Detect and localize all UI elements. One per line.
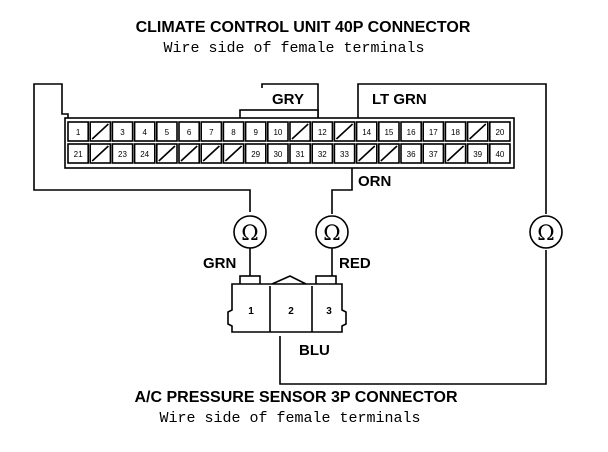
terminal-9: 9 xyxy=(244,121,267,142)
empty-cavity xyxy=(178,143,201,164)
terminal-label: 9 xyxy=(253,128,258,137)
terminal-10: 10 xyxy=(266,121,289,142)
terminal-label: 1 xyxy=(76,128,81,137)
terminal-33: 33 xyxy=(333,143,356,164)
empty-cavity xyxy=(156,143,178,164)
terminal-label: 10 xyxy=(273,128,282,137)
terminal-12: 12 xyxy=(311,121,334,142)
terminal-20: 20 xyxy=(488,121,511,142)
terminal-21: 21 xyxy=(67,143,90,164)
sensor-pin-1: 1 xyxy=(248,306,254,317)
terminal-label: 31 xyxy=(296,150,305,159)
terminal-label: 4 xyxy=(142,128,147,137)
wire-label-lt-grn: LT GRN xyxy=(372,91,427,108)
empty-cavity xyxy=(222,143,245,164)
terminal-40: 40 xyxy=(488,143,511,164)
sensor-connector-title: A/C PRESSURE SENSOR 3P CONNECTOR xyxy=(134,389,457,406)
terminal-label: 23 xyxy=(118,150,127,159)
empty-cavity xyxy=(466,121,489,142)
terminal-label: 16 xyxy=(407,128,416,137)
terminal-16: 16 xyxy=(400,121,423,142)
sensor-connector-subtitle: Wire side of female terminals xyxy=(159,410,420,427)
terminal-label: 20 xyxy=(495,128,504,137)
terminal-5: 5 xyxy=(156,121,178,142)
empty-cavity xyxy=(89,143,112,164)
wire-label-grn: GRN xyxy=(203,255,236,272)
empty-cavity xyxy=(289,121,312,142)
terminal-31: 31 xyxy=(289,143,312,164)
svg-text:Ω: Ω xyxy=(241,221,258,245)
terminal-label: 8 xyxy=(231,128,236,137)
terminal-label: 15 xyxy=(384,128,393,137)
empty-cavity xyxy=(333,121,356,142)
terminal-39: 39 xyxy=(466,143,489,164)
terminal-label: 29 xyxy=(251,150,260,159)
terminal-label: 21 xyxy=(74,150,83,159)
terminal-23: 23 xyxy=(111,143,134,164)
terminal-37: 37 xyxy=(422,143,445,164)
terminal-label: 32 xyxy=(318,150,327,159)
terminal-30: 30 xyxy=(266,143,289,164)
terminal-label: 40 xyxy=(495,150,504,159)
terminal-17: 17 xyxy=(422,121,445,142)
ac-pressure-sensor-3p-connector: 1 2 3 xyxy=(227,275,347,333)
terminal-24: 24 xyxy=(133,143,156,164)
terminal-label: 3 xyxy=(120,128,125,137)
empty-cavity xyxy=(355,143,378,164)
terminal-1: 1 xyxy=(67,121,90,142)
terminal-7: 7 xyxy=(200,121,223,142)
terminal-32: 32 xyxy=(311,143,334,164)
empty-cavity xyxy=(377,143,400,164)
terminal-label: 5 xyxy=(165,128,170,137)
climate-control-40p-connector: 1 3 4 5 6 7 8 9 10 12 14 15 16 17 18 20 21 23 24 29 30 31 32 3… xyxy=(64,109,515,169)
terminal-label: 12 xyxy=(318,128,327,137)
terminal-label: 7 xyxy=(209,128,214,137)
wire-label-blu: BLU xyxy=(299,342,330,359)
terminal-3: 3 xyxy=(111,121,134,142)
wire-label-gry: GRY xyxy=(272,91,304,108)
empty-cavity xyxy=(444,143,467,164)
terminal-6: 6 xyxy=(178,121,201,142)
terminal-14: 14 xyxy=(355,121,378,142)
terminal-15: 15 xyxy=(377,121,400,142)
svg-text:Ω: Ω xyxy=(323,221,340,245)
terminal-label: 17 xyxy=(429,128,438,137)
terminal-label: 24 xyxy=(140,150,149,159)
ohmmeter-icon: Ω xyxy=(233,215,267,249)
terminal-36: 36 xyxy=(400,143,423,164)
sensor-pin-2: 2 xyxy=(288,306,294,317)
terminal-18: 18 xyxy=(444,121,467,142)
terminal-4: 4 xyxy=(133,121,156,142)
ohmmeter-icon: Ω xyxy=(529,215,563,249)
empty-cavity xyxy=(200,143,223,164)
terminal-label: 6 xyxy=(187,128,192,137)
wire-label-orn: ORN xyxy=(358,173,391,190)
top-connector-title: CLIMATE CONTROL UNIT 40P CONNECTOR xyxy=(136,19,471,36)
terminal-label: 33 xyxy=(340,150,349,159)
terminal-8: 8 xyxy=(222,121,245,142)
terminal-label: 18 xyxy=(451,128,460,137)
svg-text:Ω: Ω xyxy=(537,221,554,245)
wire-label-red: RED xyxy=(339,255,371,272)
ohmmeter-icon: Ω xyxy=(315,215,349,249)
sensor-pin-3: 3 xyxy=(326,306,332,317)
terminal-29: 29 xyxy=(244,143,267,164)
terminal-label: 39 xyxy=(473,150,482,159)
empty-cavity xyxy=(89,121,112,142)
wires xyxy=(33,83,547,385)
terminal-label: 30 xyxy=(273,150,282,159)
terminal-label: 37 xyxy=(429,150,438,159)
top-connector-subtitle: Wire side of female terminals xyxy=(163,40,424,57)
terminal-label: 36 xyxy=(407,150,416,159)
terminal-label: 14 xyxy=(362,128,371,137)
